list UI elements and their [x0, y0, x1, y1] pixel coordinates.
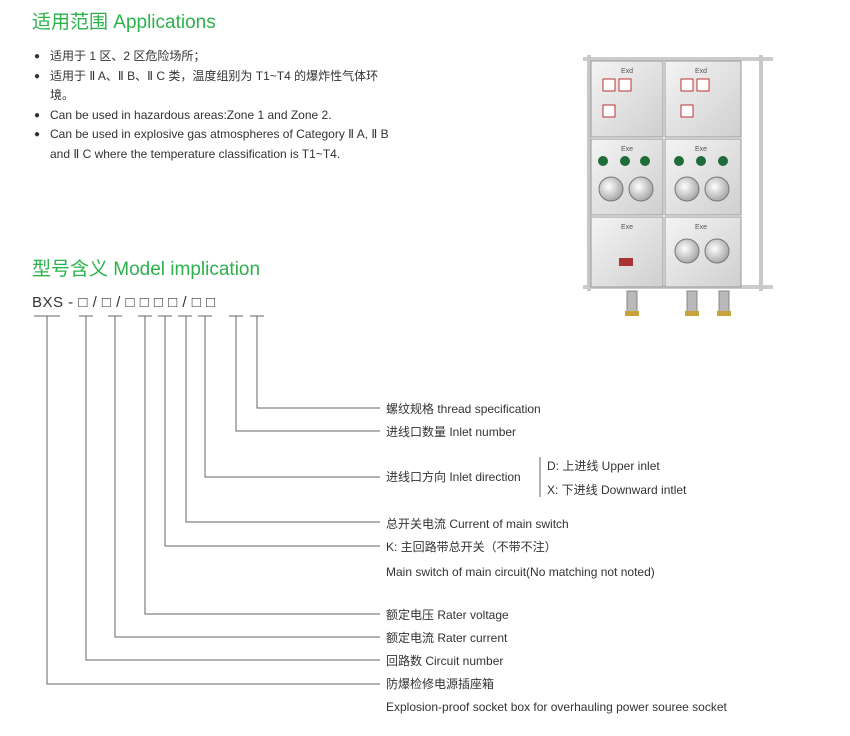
label-box-en: Explosion-proof socket box for overhauli… [386, 700, 727, 714]
label-circuit-number: 回路数 Circuit number [386, 654, 504, 668]
label-inlet-number: 进线口数量 Inlet number [386, 425, 517, 439]
bottom-right-mark: Exe [695, 224, 707, 231]
applications-heading: 适用范围 Applications [32, 12, 216, 33]
top-right-mark: Exd [695, 68, 707, 75]
label-upper-inlet: D: 上进线 Upper inlet [547, 459, 660, 473]
applications-list: 适用于 1 区、2 区危险场所； 适用于 Ⅱ A、Ⅱ B、Ⅱ C 类，温度组别为… [34, 47, 394, 164]
label-rated-voltage: 额定电压 Rater voltage [386, 608, 509, 622]
model-code: BXS - □ / □ / □ □ □ □ / □ □ [32, 294, 216, 311]
label-main-switch-current: 总开关电流 Current of main switch [386, 517, 569, 531]
list-item: 适用于 1 区、2 区危险场所； [34, 47, 394, 67]
label-main-switch-k: K: 主回路带总开关（不带不注） [386, 540, 557, 554]
top-left-mark: Exd [621, 68, 633, 75]
label-thread-specification: 螺纹规格 thread specification [386, 402, 541, 416]
label-rated-current: 额定电流 Rater current [386, 631, 508, 645]
label-main-switch-en: Main switch of main circuit(No matching … [386, 565, 655, 579]
bottom-left-mark: Exe [621, 224, 633, 231]
model-heading: 型号含义 Model implication [32, 259, 261, 280]
list-item: Can be used in hazardous areas:Zone 1 an… [34, 106, 394, 126]
list-item: 适用于 Ⅱ A、Ⅱ B、Ⅱ C 类，温度组别为 T1~T4 的爆炸性气体环境。 [34, 67, 394, 106]
middle-right-mark: Exe [695, 146, 707, 153]
label-box-cn: 防爆检修电源插座箱 [386, 677, 495, 691]
label-downward-inlet: X: 下进线 Downward intlet [547, 483, 687, 497]
label-inlet-direction: 进线口方向 Inlet direction [386, 470, 521, 484]
socket-box-image: Exd Exd Exe Exe Exe Exe [583, 55, 773, 316]
middle-left-mark: Exe [621, 146, 633, 153]
list-item: Can be used in explosive gas atmospheres… [34, 125, 394, 164]
